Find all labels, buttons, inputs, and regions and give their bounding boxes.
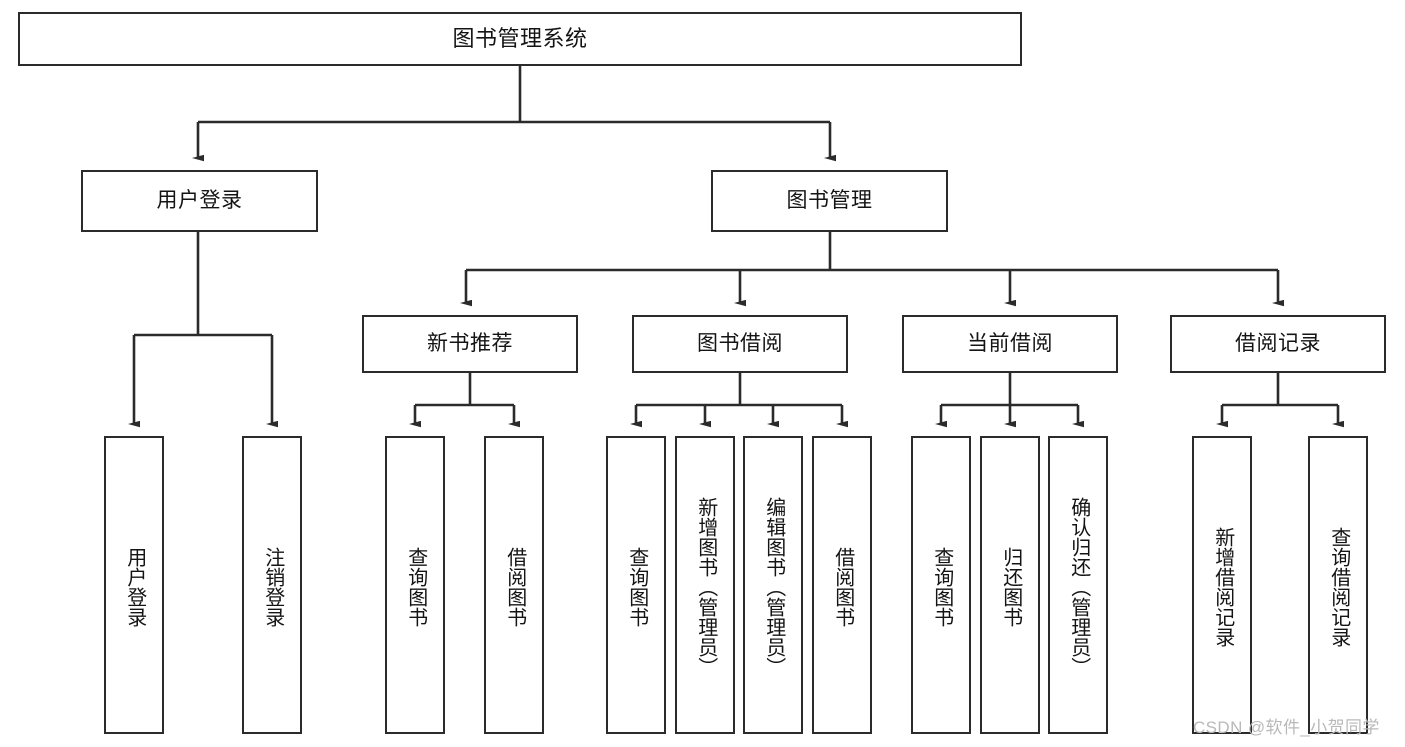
node-user-login-label: 用户登录 [156,188,243,212]
leaf-label: 查询图书 [404,547,427,627]
leaf-new-book-query[interactable]: 查询图书 [385,436,445,734]
leaf-label: 查询图书 [625,547,648,627]
leaf-label: 确认归还（管理员） [1067,497,1090,677]
leaf-label: 归还图书 [999,547,1022,627]
leaf-label: 借阅图书 [503,547,526,627]
leaf-current-borrow-query[interactable]: 查询图书 [911,436,971,734]
node-book-manage-label: 图书管理 [786,188,873,212]
leaf-label: 查询借阅记录 [1327,527,1350,647]
node-borrow-record-label: 借阅记录 [1235,331,1321,355]
watermark-text: CSDN @软件_小贺同学 [1193,718,1380,737]
node-root-label: 图书管理系统 [452,26,588,52]
leaf-borrow-record-add[interactable]: 新增借阅记录 [1192,436,1252,734]
node-borrow-record[interactable]: 借阅记录 [1170,315,1386,373]
leaf-current-borrow-confirm[interactable]: 确认归还（管理员） [1048,436,1108,734]
leaf-current-borrow-return[interactable]: 归还图书 [980,436,1040,734]
leaf-user-login-logout[interactable]: 注销登录 [242,436,302,734]
leaf-label: 编辑图书（管理员） [762,497,785,677]
leaf-borrow-record-query[interactable]: 查询借阅记录 [1308,436,1368,734]
node-new-book-recommend[interactable]: 新书推荐 [362,315,578,373]
leaf-new-book-borrow[interactable]: 借阅图书 [484,436,544,734]
leaf-label: 用户登录 [123,547,146,627]
leaf-label: 借阅图书 [831,547,854,627]
leaf-book-borrow-query[interactable]: 查询图书 [606,436,666,734]
node-book-borrow[interactable]: 图书借阅 [632,315,848,373]
leaf-label: 新增借阅记录 [1211,527,1234,647]
leaf-book-borrow-borrow[interactable]: 借阅图书 [812,436,872,734]
node-book-manage[interactable]: 图书管理 [711,170,948,232]
leaf-label: 注销登录 [261,547,284,627]
leaf-user-login-login[interactable]: 用户登录 [104,436,164,734]
leaf-book-borrow-add[interactable]: 新增图书（管理员） [675,436,735,734]
node-user-login[interactable]: 用户登录 [81,170,318,232]
node-root[interactable]: 图书管理系统 [18,12,1022,66]
node-new-book-recommend-label: 新书推荐 [427,331,513,355]
node-current-borrow[interactable]: 当前借阅 [902,315,1118,373]
leaf-label: 新增图书（管理员） [694,497,717,677]
node-book-borrow-label: 图书借阅 [697,331,783,355]
leaf-book-borrow-edit[interactable]: 编辑图书（管理员） [743,436,803,734]
node-current-borrow-label: 当前借阅 [967,331,1053,355]
leaf-label: 查询图书 [930,547,953,627]
